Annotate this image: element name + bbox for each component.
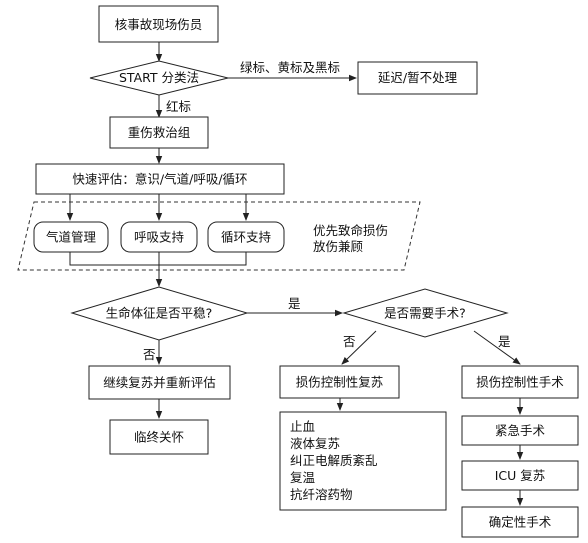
node-dcs-right: 损伤控制性手术 — [461, 365, 579, 399]
node-triage: START 分类法 — [89, 60, 229, 96]
airway-label: 气道管理 — [46, 230, 97, 245]
node-circulation: 循环支持 — [207, 221, 285, 253]
emergency-surgery-label: 紧急手术 — [495, 423, 546, 438]
node-severe-team: 重伤救治组 — [109, 116, 209, 149]
edge-label-yes-surgery: 是 — [498, 334, 511, 349]
circulation-label: 循环支持 — [221, 230, 271, 245]
edge-surgery-no-to-dcr — [341, 330, 377, 365]
triage-label: START 分类法 — [119, 70, 199, 85]
measure-item: 止血 — [290, 419, 315, 434]
edge-label-yes-stable: 是 — [288, 296, 301, 311]
delayed-label: 延迟/暂不处理 — [378, 70, 458, 85]
node-dcr-mid: 损伤控制性复苏 — [279, 365, 400, 399]
node-vitals-stable: 生命体征是否平稳? — [70, 286, 249, 341]
icu-label: ICU 复苏 — [495, 468, 546, 483]
node-surgery-needed: 是否需要手术? — [342, 288, 509, 338]
priority-note-line-1: 优先致命损伤 — [313, 223, 388, 238]
node-assessment: 快速评估：意识/气道/呼吸/循环 — [35, 163, 285, 195]
breathing-label: 呼吸支持 — [134, 230, 184, 245]
node-delayed: 延迟/暂不处理 — [357, 61, 478, 95]
measure-item: 复温 — [290, 470, 316, 485]
measure-item: 抗纤溶药物 — [290, 487, 353, 502]
end-of-life-label: 临终关怀 — [134, 430, 184, 445]
node-airway: 气道管理 — [33, 221, 109, 253]
measure-item: 纠正电解质紊乱 — [290, 453, 378, 468]
assessment-label: 快速评估：意识/气道/呼吸/循环 — [72, 172, 247, 187]
edge-label-no-surgery: 否 — [343, 334, 356, 349]
node-emergency-surgery: 紧急手术 — [461, 415, 579, 446]
node-definitive-surgery: 确定性手术 — [461, 506, 579, 538]
casualties-label: 核事故现场伤员 — [115, 17, 203, 32]
connectors — [66, 42, 524, 506]
edge-supports-merge — [69, 252, 247, 266]
node-end-of-life: 临终关怀 — [109, 419, 209, 455]
definitive-surgery-label: 确定性手术 — [489, 515, 552, 530]
dcr-mid-label: 损伤控制性复苏 — [296, 375, 384, 390]
measure-item: 液体复苏 — [290, 436, 340, 451]
priority-note-line-2: 放伤兼顾 — [313, 239, 363, 254]
continue-resus-label: 继续复苏并重新评估 — [103, 375, 216, 390]
node-casualties: 核事故现场伤员 — [98, 5, 219, 43]
edge-label-no-stable: 否 — [143, 347, 156, 362]
vitals-stable-label: 生命体征是否平稳? — [106, 306, 213, 321]
dcs-right-label: 损伤控制性手术 — [476, 375, 564, 390]
edge-label-green-yellow-black: 绿标、黄标及黑标 — [240, 60, 340, 75]
node-icu: ICU 复苏 — [461, 460, 579, 491]
priority-region — [17, 201, 421, 271]
node-breathing: 呼吸支持 — [120, 221, 198, 253]
edge-surgery-yes-to-dcs — [473, 330, 521, 365]
node-measures: 止血 液体复苏 纠正电解质紊乱 复温 抗纤溶药物 — [279, 411, 447, 511]
severe-team-label: 重伤救治组 — [128, 125, 191, 140]
node-continue-resuscitation: 继续复苏并重新评估 — [88, 365, 231, 400]
surgery-needed-label: 是否需要手术? — [384, 306, 466, 321]
edge-label-red: 红标 — [166, 99, 191, 114]
